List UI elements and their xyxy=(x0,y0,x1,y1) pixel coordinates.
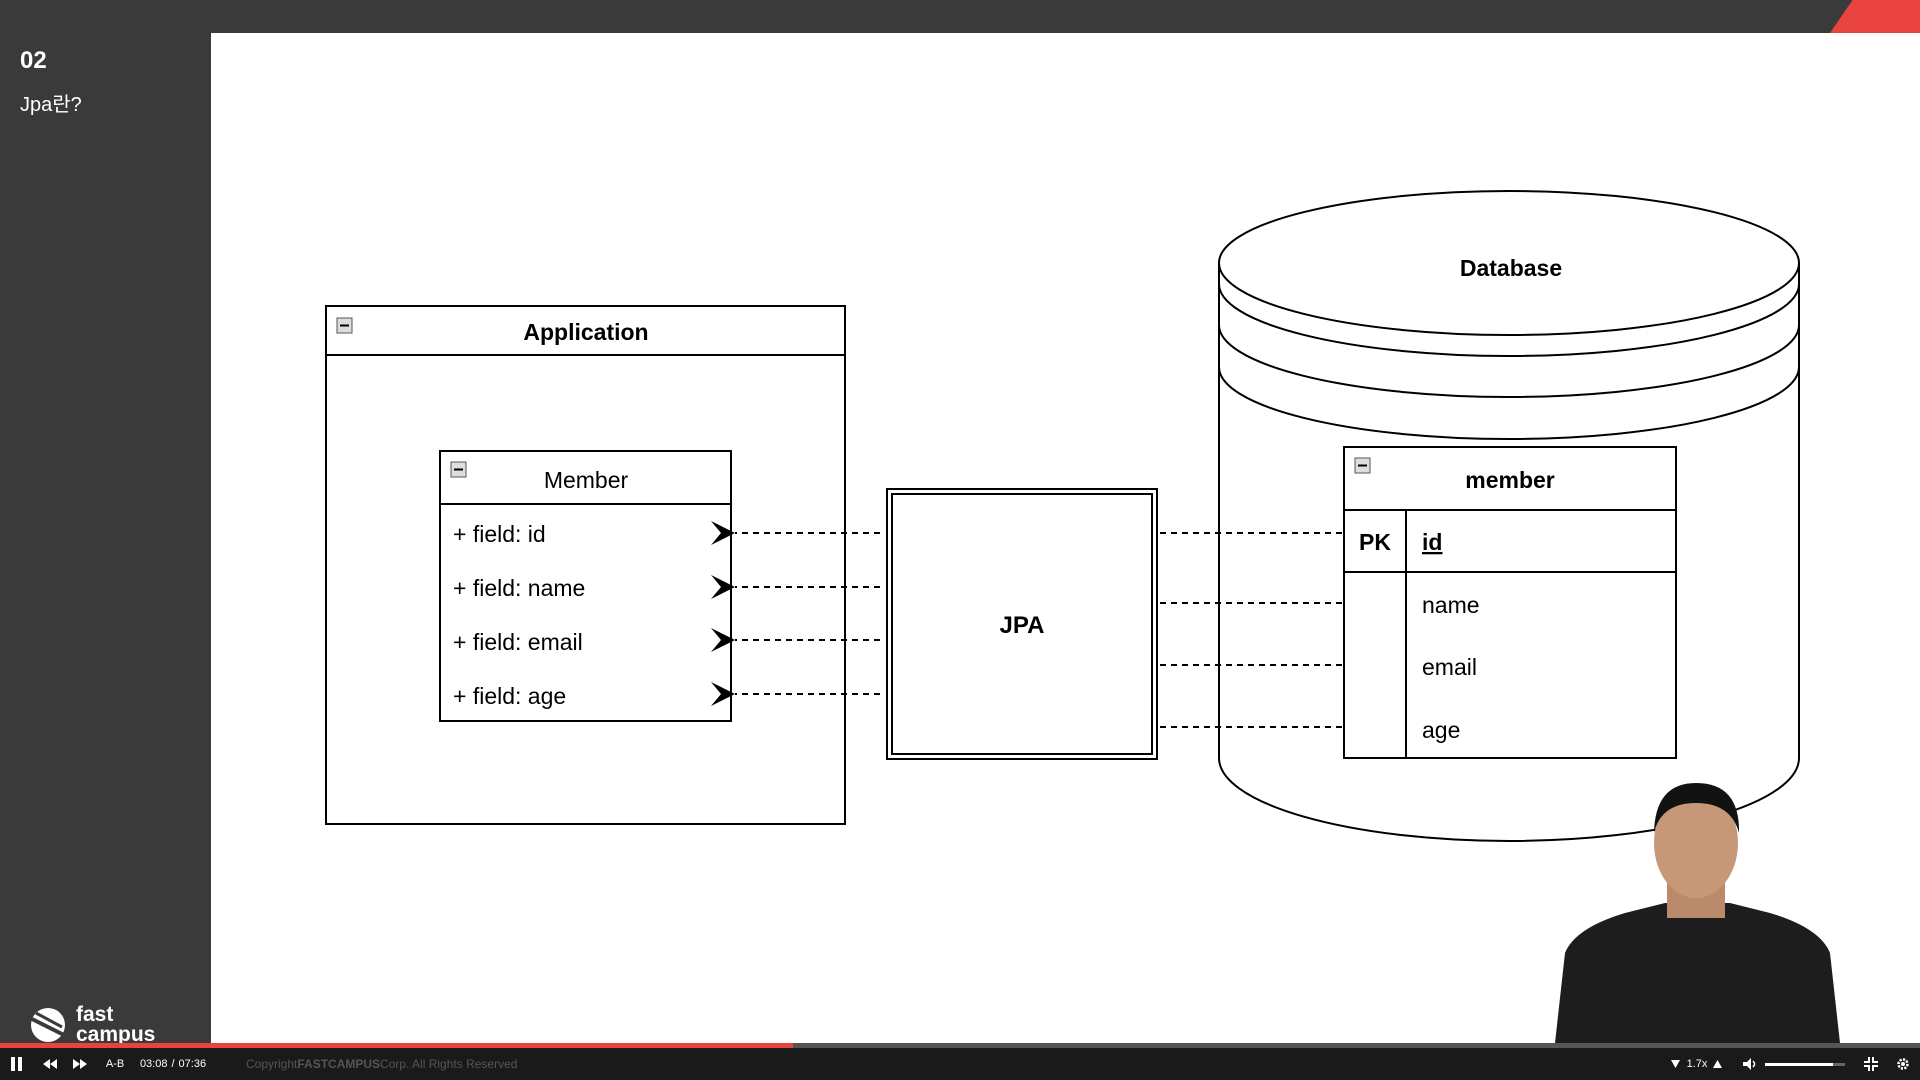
pause-button[interactable] xyxy=(4,1048,28,1080)
speed-up-icon xyxy=(1712,1060,1722,1068)
jpa-label: JPA xyxy=(1000,612,1045,639)
settings-button[interactable] xyxy=(1894,1048,1912,1080)
application-title: Application xyxy=(523,319,648,345)
member-field-id: + field: id xyxy=(453,521,546,547)
pk-column-id: id xyxy=(1422,529,1442,555)
column-age: age xyxy=(1422,717,1460,743)
fullscreen-exit-button[interactable] xyxy=(1862,1048,1880,1080)
time-display: 03:08 / 07:36 xyxy=(138,1048,208,1080)
total-time: 07:36 xyxy=(178,1058,207,1070)
logo-text-campus: campus xyxy=(76,1023,156,1046)
volume-slider[interactable] xyxy=(1765,1048,1845,1080)
collapse-icon[interactable] xyxy=(450,461,467,478)
copyright-prefix: Copyright xyxy=(246,1057,298,1071)
fast-forward-button[interactable] xyxy=(68,1048,92,1080)
playback-speed: 1.7x xyxy=(1686,1058,1708,1070)
video-control-bar: A-B 03:08 / 07:36 Copyright FASTCAMPUS C… xyxy=(0,1048,1920,1080)
copyright-brand: FASTCAMPUS xyxy=(297,1057,381,1071)
collapse-icon[interactable] xyxy=(336,317,353,334)
logo-text-fast: fast xyxy=(76,1003,114,1026)
speaker-webcam-image xyxy=(1555,783,1840,1043)
speed-up-button[interactable] xyxy=(1710,1048,1724,1080)
ab-repeat-button[interactable]: A-B xyxy=(105,1058,125,1070)
copyright-suffix: Corp. All Rights Reserved xyxy=(380,1057,518,1071)
speed-down-icon xyxy=(1670,1060,1680,1068)
member-field-email: + field: email xyxy=(453,629,583,655)
volume-button[interactable] xyxy=(1740,1048,1760,1080)
jpa-to-table-mappings xyxy=(1160,532,1342,728)
member-field-name: + field: name xyxy=(453,575,585,601)
rewind-icon xyxy=(43,1059,57,1069)
settings-gear-icon xyxy=(1897,1058,1909,1070)
copyright-text: Copyright FASTCAMPUS Corp. All Rights Re… xyxy=(246,1048,517,1080)
member-class-box: Member + field: id + field: name + field… xyxy=(439,450,732,722)
fullscreen-exit-icon xyxy=(1864,1057,1878,1071)
section-number: 02 xyxy=(20,47,47,74)
column-email: email xyxy=(1422,654,1477,680)
top-bar xyxy=(0,0,1920,33)
fast-forward-icon xyxy=(73,1059,87,1069)
sidebar: 02 Jpa란? fast campus xyxy=(0,0,211,1048)
member-class-title: Member xyxy=(544,467,629,493)
jpa-to-member-mappings xyxy=(711,521,880,706)
database-title: Database xyxy=(1460,255,1562,281)
pause-icon xyxy=(11,1057,22,1071)
member-field-age: + field: age xyxy=(453,683,566,709)
fastcampus-logo-mark xyxy=(31,1008,65,1042)
speed-down-button[interactable] xyxy=(1668,1048,1682,1080)
fastcampus-logo: fast campus xyxy=(28,1003,168,1047)
member-table-title: member xyxy=(1465,467,1555,493)
volume-icon xyxy=(1743,1058,1756,1070)
jpa-box: JPA xyxy=(886,488,1158,760)
volume-slider-fill xyxy=(1765,1062,1833,1066)
column-name: name xyxy=(1422,592,1480,618)
video-progress-fill xyxy=(0,1043,793,1048)
video-progress-track[interactable] xyxy=(0,1043,1920,1048)
current-time: 03:08 xyxy=(139,1058,168,1070)
time-separator: / xyxy=(171,1058,175,1070)
pk-label: PK xyxy=(1359,529,1391,555)
section-title: Jpa란? xyxy=(20,94,82,116)
jpa-diagram: Application Member + field: id + field: … xyxy=(325,190,1800,842)
member-table: member PK id name email age xyxy=(1343,446,1677,759)
collapse-icon[interactable] xyxy=(1354,457,1371,474)
logo-wordmark: fast campus xyxy=(76,1003,156,1046)
rewind-button[interactable] xyxy=(38,1048,62,1080)
lecture-slide: Application Member + field: id + field: … xyxy=(211,33,1920,1048)
